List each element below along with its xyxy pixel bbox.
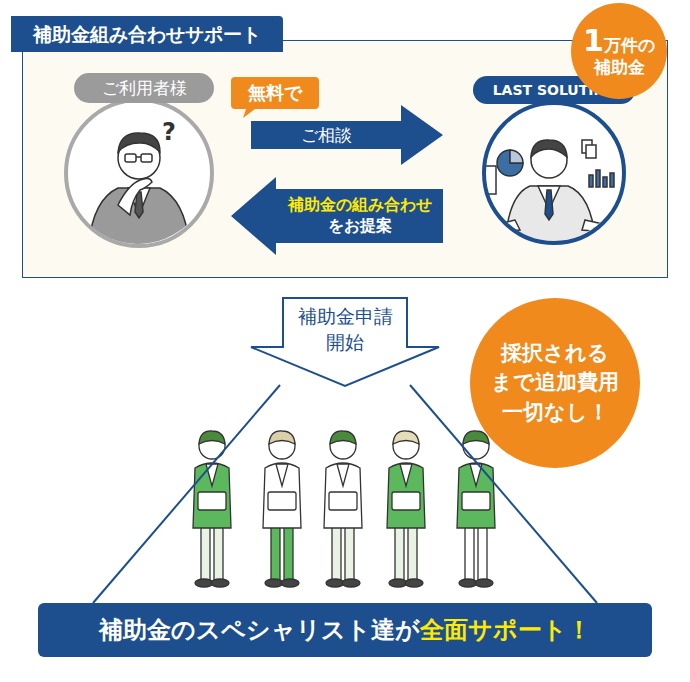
tag-text: 無料で — [248, 81, 302, 105]
consult-arrow: ご相談 — [251, 105, 443, 165]
arrow-label: をお提案 — [276, 216, 443, 237]
support-panel: ご利用者様 無料でご相談補助金の組み合わせをお提案 LAST SOLUTINS 補助金… — [22, 40, 668, 278]
badge-text: 採択される まで追加費用 一切なし！ — [487, 339, 623, 427]
count-badge: 1万件の補助金 — [571, 3, 667, 99]
arrow-label: ご相談 — [251, 124, 401, 147]
company-circle: LAST SOLUTINS — [482, 101, 626, 245]
svg-text:?: ? — [162, 118, 176, 146]
badge-text: 1万件の補助金 — [581, 24, 657, 78]
circle-outline — [482, 101, 626, 245]
arrow-label: 補助金申請 開始 — [293, 304, 397, 355]
circle-outline — [64, 98, 214, 248]
user-circle: ご利用者様 — [64, 98, 214, 248]
connector-line — [93, 385, 280, 603]
bar-text: 補助金のスペシャリスト達が — [99, 614, 420, 646]
panel-heading: 補助金組み合わせサポート — [11, 16, 283, 52]
proposal-arrow: 補助金の組み合わせをお提案 — [231, 177, 443, 255]
free-tag: 無料で — [231, 77, 319, 109]
user-label: ご利用者様 — [74, 73, 214, 103]
specialist-team — [193, 431, 495, 587]
panel-ground — [22, 40, 668, 278]
arrow-label-highlight: 補助金の組み合わせ — [276, 195, 443, 216]
bar-text-highlight: 全面サポート！ — [420, 614, 591, 646]
no-fee-badge: 採択される まで追加費用 一切なし！ — [470, 298, 640, 468]
start-arrow: 補助金申請 開始 — [250, 297, 440, 387]
support-bar: 補助金のスペシャリスト達が全面サポート！ — [38, 603, 652, 657]
user-figure: ? — [88, 118, 190, 250]
